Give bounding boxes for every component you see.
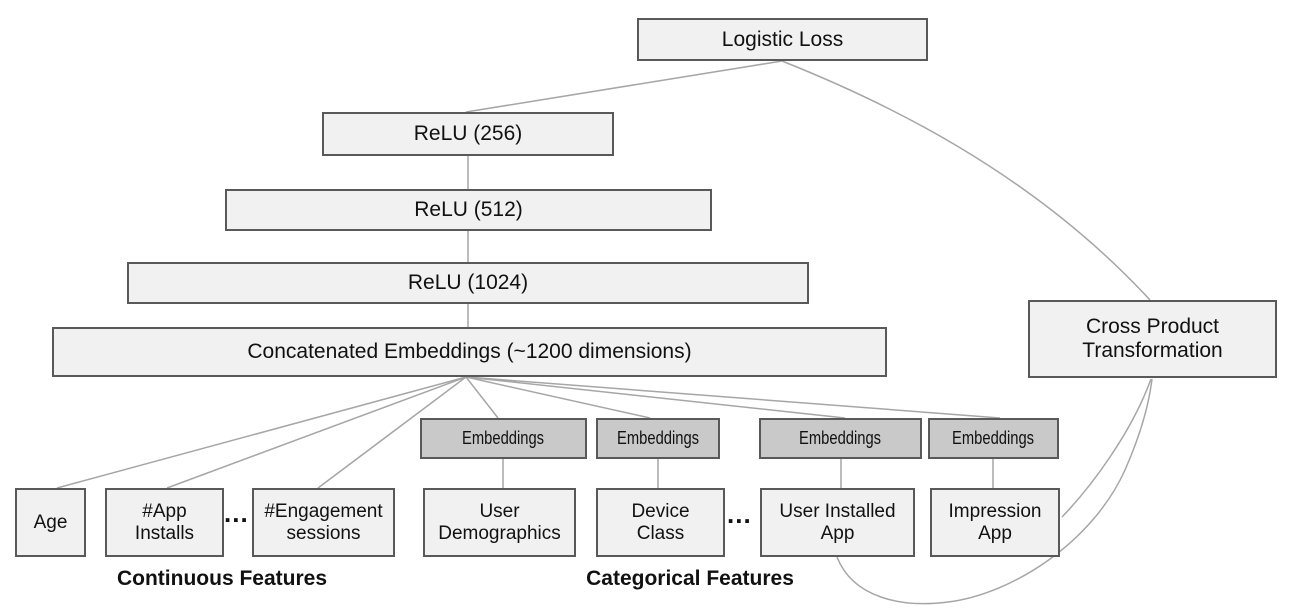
node-embeddings-1: Embeddings bbox=[420, 418, 587, 459]
edge-concat-app-installs bbox=[166, 376, 467, 489]
node-embeddings-3: Embeddings bbox=[759, 418, 922, 459]
node-age: Age bbox=[15, 488, 86, 557]
node-engagement-sessions-label: #Engagement sessions bbox=[264, 501, 383, 544]
node-impression-app-label: Impression App bbox=[948, 501, 1042, 544]
node-user-installed-app-label: User Installed App bbox=[779, 501, 896, 544]
node-device-class-label: Device Class bbox=[631, 501, 690, 544]
edge-concat-embeddings4 bbox=[465, 376, 1001, 419]
edge-concat-embeddings3 bbox=[465, 376, 846, 419]
edge-concat-embeddings1 bbox=[465, 376, 499, 419]
node-relu-256: ReLU (256) bbox=[322, 112, 614, 156]
edge-concat-engagement bbox=[317, 376, 467, 489]
node-user-demographics-label: User Demographics bbox=[438, 501, 561, 544]
node-relu-512-label: ReLU (512) bbox=[414, 198, 523, 222]
node-engagement-sessions: #Engagement sessions bbox=[252, 488, 395, 557]
node-age-label: Age bbox=[33, 511, 68, 533]
node-logistic-loss: Logistic Loss bbox=[637, 18, 928, 61]
node-cross-product-transformation-label: Cross Product Transformation bbox=[1082, 315, 1223, 362]
node-embeddings-3-label: Embeddings bbox=[799, 428, 882, 449]
edge-impression-app-cross-product bbox=[1061, 378, 1152, 518]
node-logistic-loss-label: Logistic Loss bbox=[721, 27, 844, 51]
label-categorical-features: Categorical Features bbox=[586, 567, 794, 590]
node-relu-512: ReLU (512) bbox=[225, 189, 712, 231]
node-relu-1024: ReLU (1024) bbox=[127, 262, 809, 304]
edge-loss-to-cross-product bbox=[781, 60, 1151, 301]
ellipsis-categorical: ... bbox=[727, 499, 752, 529]
node-relu-1024-label: ReLU (1024) bbox=[407, 271, 529, 295]
node-embeddings-4: Embeddings bbox=[928, 418, 1059, 459]
node-concatenated-embeddings: Concatenated Embeddings (~1200 dimension… bbox=[52, 327, 887, 377]
node-embeddings-1-label: Embeddings bbox=[462, 428, 545, 449]
ellipsis-continuous: ... bbox=[224, 498, 249, 528]
edge-user-installed-app-cross-product bbox=[836, 378, 1153, 605]
node-user-installed-app: User Installed App bbox=[760, 488, 915, 557]
edge-concat-age bbox=[56, 376, 467, 489]
node-app-installs-label: #App Installs bbox=[134, 501, 195, 544]
edge-concat-embeddings2 bbox=[465, 376, 651, 419]
node-concatenated-embeddings-label: Concatenated Embeddings (~1200 dimension… bbox=[247, 340, 692, 364]
node-embeddings-2: Embeddings bbox=[596, 418, 720, 459]
node-impression-app: Impression App bbox=[930, 488, 1060, 557]
node-relu-256-label: ReLU (256) bbox=[413, 122, 523, 146]
label-continuous-features: Continuous Features bbox=[116, 567, 327, 590]
node-embeddings-4-label: Embeddings bbox=[952, 428, 1035, 449]
node-device-class: Device Class bbox=[596, 488, 725, 557]
node-app-installs: #App Installs bbox=[105, 488, 224, 557]
node-user-demographics: User Demographics bbox=[423, 488, 576, 557]
node-cross-product-transformation: Cross Product Transformation bbox=[1028, 300, 1277, 378]
edge-loss-to-relu256 bbox=[465, 60, 783, 113]
node-embeddings-2-label: Embeddings bbox=[616, 428, 700, 449]
